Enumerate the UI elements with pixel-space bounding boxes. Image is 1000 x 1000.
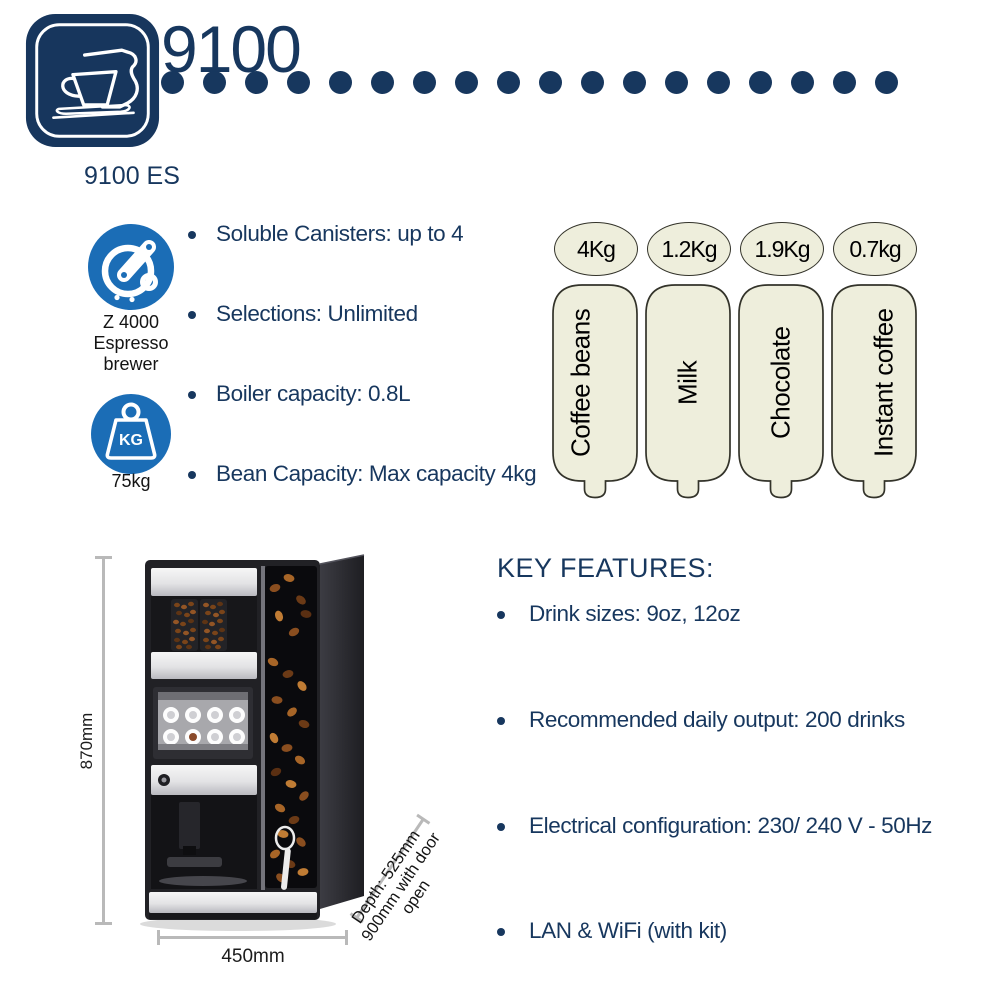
height-dimension-label: 870mm <box>77 712 96 770</box>
key-feature-text: Drink sizes: 9oz, 12oz <box>529 601 741 626</box>
brewer-caption-line: Espresso <box>93 333 169 353</box>
canister-capacity: 4Kg <box>554 222 638 276</box>
canister-chocolate: 1.9Kg Chocolate <box>738 222 824 502</box>
key-feature-item: Electrical configuration: 230/ 240 V - 5… <box>497 813 982 839</box>
bullet-dot <box>497 611 505 619</box>
dot <box>791 71 814 94</box>
coffee-machine-image <box>140 554 365 931</box>
dot <box>245 71 268 94</box>
spec-item: Bean Capacity: Max capacity 4kg <box>188 461 558 487</box>
canister-name: Milk <box>672 360 703 406</box>
weight-badge: KG <box>91 394 171 474</box>
canister-body <box>645 284 731 499</box>
key-feature-item: Drink sizes: 9oz, 12oz <box>497 601 982 627</box>
coffee-cup-logo <box>25 13 160 148</box>
bullet-dot <box>188 391 196 399</box>
dot <box>497 71 520 94</box>
kg-glyph-label: KG <box>119 432 143 449</box>
weight-caption: 75kg <box>111 471 151 491</box>
canister-body <box>738 284 824 499</box>
height-dimension-line <box>102 557 105 925</box>
spec-text: Soluble Canisters: up to 4 <box>216 221 464 246</box>
bullet-dot <box>497 823 505 831</box>
canister-body <box>552 284 638 499</box>
canister-milk: 1.2Kg Milk <box>645 222 731 502</box>
canister-name: Coffee beans <box>565 308 596 458</box>
canister-name: Instant coffee <box>868 308 899 458</box>
dot <box>203 71 226 94</box>
dot <box>329 71 352 94</box>
width-dimension-cap <box>157 930 160 945</box>
page-title: 9100 <box>161 12 302 86</box>
dot <box>623 71 646 94</box>
canister-instant-coffee: 0.7kg Instant coffee <box>831 222 917 502</box>
dot <box>161 71 184 94</box>
model-name: 9100 ES <box>84 162 180 190</box>
height-dimension-cap <box>95 922 112 925</box>
dot <box>665 71 688 94</box>
key-feature-text: Recommended daily output: 200 drinks <box>529 707 905 732</box>
dot <box>875 71 898 94</box>
bullet-dot <box>188 471 196 479</box>
key-feature-text: LAN & WiFi (with kit) <box>529 918 727 943</box>
spec-text: Bean Capacity: Max capacity 4kg <box>216 461 537 486</box>
dot <box>749 71 772 94</box>
key-feature-item: LAN & WiFi (with kit) <box>497 918 982 944</box>
canister-name: Chocolate <box>765 326 796 440</box>
spec-item: Soluble Canisters: up to 4 <box>188 221 558 247</box>
key-features-title: KEY FEATURES: <box>497 553 715 583</box>
key-feature-item: Recommended daily output: 200 drinks <box>497 707 982 733</box>
espresso-brewer-icon <box>101 240 158 303</box>
brewer-caption: Z 4000 Espresso brewer <box>61 312 201 375</box>
canister-coffee-beans: 4Kg Coffee beans <box>552 222 638 502</box>
canister-body <box>831 284 917 499</box>
dot <box>707 71 730 94</box>
key-feature-text: Electrical configuration: 230/ 240 V - 5… <box>529 813 933 838</box>
canister-capacity: 0.7kg <box>833 222 917 276</box>
width-dimension-cap <box>345 930 348 945</box>
bullet-dot <box>497 717 505 725</box>
dot <box>581 71 604 94</box>
brewer-caption-line: brewer <box>103 354 159 374</box>
spec-text: Boiler capacity: 0.8L <box>216 381 411 406</box>
brewer-caption-line: Z 4000 <box>102 312 160 332</box>
dots-row <box>161 71 898 94</box>
dot <box>455 71 478 94</box>
width-dimension-label: 450mm <box>221 946 285 967</box>
dot <box>413 71 436 94</box>
dot <box>287 71 310 94</box>
bullet-dot <box>188 231 196 239</box>
canister-capacity: 1.2Kg <box>647 222 731 276</box>
spec-item: Boiler capacity: 0.8L <box>188 381 558 407</box>
dot <box>371 71 394 94</box>
bullet-dot <box>188 311 196 319</box>
canister-capacity: 1.9Kg <box>740 222 824 276</box>
dot <box>539 71 562 94</box>
spec-text: Selections: Unlimited <box>216 301 418 326</box>
dot <box>833 71 856 94</box>
kg-weight-icon: KG <box>105 402 157 460</box>
spec-item: Selections: Unlimited <box>188 301 558 327</box>
bullet-dot <box>497 928 505 936</box>
espresso-brewer-badge <box>88 224 174 310</box>
height-dimension-cap <box>95 556 112 559</box>
width-dimension-line <box>158 936 347 939</box>
